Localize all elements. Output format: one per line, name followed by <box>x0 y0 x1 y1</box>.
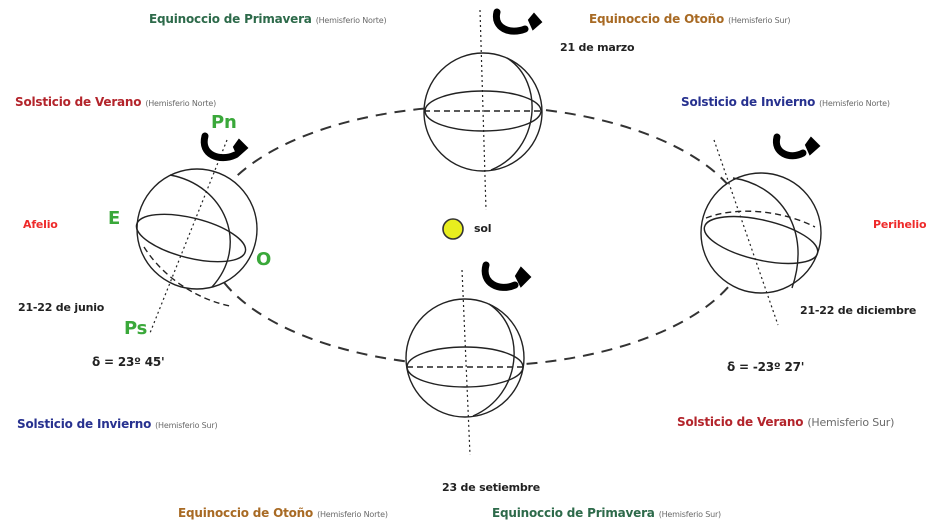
rotation-arrow-june <box>200 132 249 162</box>
earth-december <box>700 139 822 326</box>
rotation-arrow-december <box>772 133 821 160</box>
label-solstice-summer-south: Solsticio de Verano (Hemisferio Sur) <box>677 415 895 429</box>
label-north-pole: Pn <box>211 112 237 133</box>
label-perihelion: Perihelio <box>873 218 927 231</box>
rotation-arrow-september <box>481 261 532 291</box>
label-equinox-autumn-north: Equinoccio de Otoño (Hemisferio Norte) <box>178 506 388 520</box>
label-west: O <box>256 249 272 270</box>
label-solstice-summer-north: Solsticio de Verano (Hemisferio Norte) <box>15 95 216 109</box>
declination-december: δ = -23º 27' <box>727 360 805 374</box>
label-equinox-spring-south: Equinoccio de Primavera (Hemisferio Sur) <box>492 506 721 520</box>
earth-march <box>423 9 543 211</box>
label-aphelion: Afelio <box>23 218 58 231</box>
rotation-arrow-march <box>492 8 543 35</box>
earth-september <box>405 269 525 456</box>
label-east: E <box>108 208 121 229</box>
label-equinox-spring-north: Equinoccio de Primavera (Hemisferio Nort… <box>149 12 387 26</box>
declination-june: δ = 23º 45' <box>92 355 165 369</box>
label-equinox-autumn-south: Equinoccio de Otoño (Hemisferio Sur) <box>589 12 791 26</box>
label-sun: sol <box>474 222 492 235</box>
date-december: 21-22 de diciembre <box>800 304 917 317</box>
sun-icon <box>442 218 464 240</box>
label-solstice-winter-south: Solsticio de Invierno (Hemisferio Sur) <box>17 417 218 431</box>
date-march: 21 de marzo <box>560 41 635 54</box>
label-south-pole: Ps <box>124 318 148 339</box>
date-june: 21-22 de junio <box>18 301 105 314</box>
earth-june <box>135 139 258 334</box>
label-solstice-winter-north: Solsticio de Invierno (Hemisferio Norte) <box>681 95 890 109</box>
date-september: 23 de setiembre <box>442 481 541 494</box>
